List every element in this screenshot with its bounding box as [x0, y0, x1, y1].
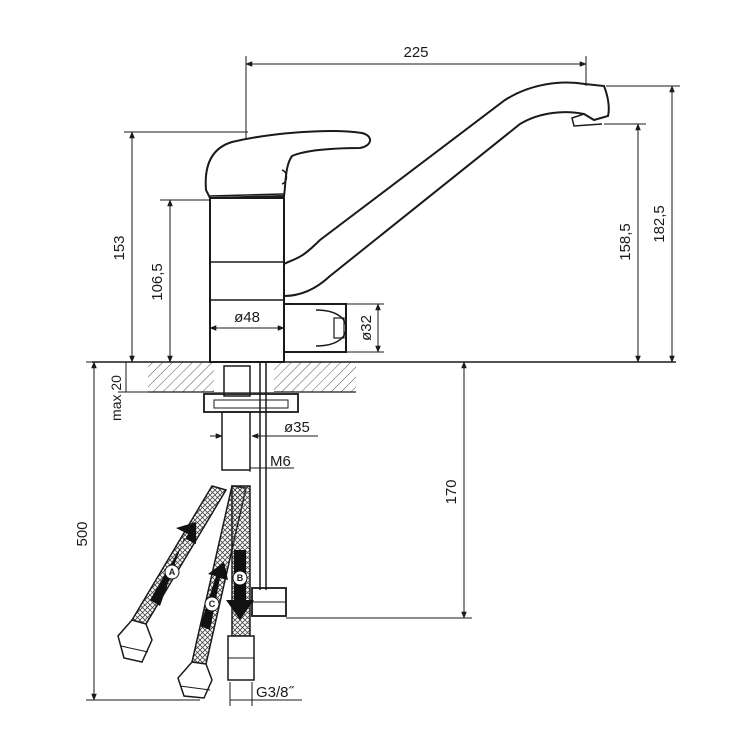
dimension-outlet-height: 158,5	[604, 123, 646, 363]
dimension-valve-height: 170	[286, 361, 472, 619]
dimension-spout-height: 182,5	[606, 85, 680, 363]
spout	[283, 81, 610, 297]
countertop	[92, 361, 676, 393]
dimension-label-170: 170	[443, 479, 460, 504]
dimension-label-225: 225	[403, 44, 428, 61]
dimension-label-m6: M6	[270, 453, 291, 470]
hose-a	[117, 485, 228, 663]
flow-arrow-b: B	[226, 550, 254, 620]
flow-arrow-c: C	[200, 562, 228, 630]
dimension-fixing-diameter: ø35	[210, 419, 318, 439]
fixing-assembly	[203, 362, 299, 617]
dimension-label-g38: G3/8˝	[256, 684, 295, 701]
dimension-label-d48: ø48	[234, 309, 260, 326]
dimension-label-153: 153	[111, 235, 128, 260]
faucet-body	[209, 197, 285, 363]
hose-marker-c: C	[209, 599, 216, 609]
dimension-label-106-5: 106,5	[149, 263, 166, 301]
diverter	[283, 303, 347, 353]
dimension-total-height: 153	[111, 131, 248, 363]
dimension-label-d35: ø35	[284, 419, 310, 436]
lever-handle	[204, 130, 371, 200]
dimension-label-182-5: 182,5	[651, 205, 668, 243]
dimension-stud-thread: M6	[249, 453, 294, 472]
dimension-body-diameter: ø48	[209, 309, 285, 331]
dimension-label-500: 500	[74, 521, 91, 546]
dimension-label-d32: ø32	[358, 315, 375, 341]
hose-marker-b: B	[237, 573, 244, 583]
dimension-label-158-5: 158,5	[617, 223, 634, 261]
dimension-diverter-diameter: ø32	[346, 303, 384, 353]
flow-arrow-a: A	[150, 522, 196, 606]
dimension-connection-thread: G3/8˝	[229, 682, 302, 706]
hose-marker-a: A	[169, 567, 176, 577]
dimension-label-max20: max 20	[108, 375, 124, 421]
dimension-body-height: 106,5	[149, 199, 210, 363]
dimension-counter-thickness: max 20	[108, 362, 148, 421]
dimension-hose-length: 500	[74, 361, 200, 701]
dimension-spout-reach: 225	[245, 44, 587, 138]
